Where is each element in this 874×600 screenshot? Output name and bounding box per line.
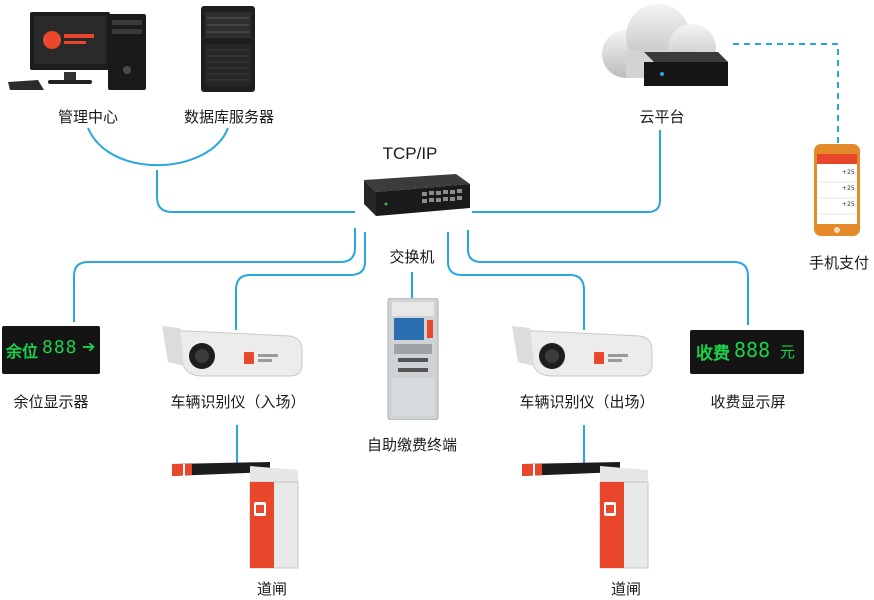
label-switch: 交换机 <box>389 248 435 266</box>
mobile-phone-device: +25 +25 +25 <box>814 144 860 236</box>
lpr-entry-camera-device <box>162 322 304 380</box>
label-database-server: 数据库服务器 <box>183 108 275 126</box>
label-fee-display: 收费显示屏 <box>710 393 786 411</box>
switch-device <box>352 172 474 226</box>
phone-amount-1: +25 <box>842 169 855 176</box>
kiosk-device <box>384 297 442 421</box>
label-mobile-payment: 手机支付 <box>808 254 870 272</box>
management-center-device <box>8 10 148 90</box>
link-switch-lpr-exit <box>447 232 585 330</box>
label-gate-left: 道闸 <box>256 580 288 598</box>
link-cloud-phone <box>733 43 839 145</box>
cloud-platform-device <box>596 2 736 94</box>
arrow-right-icon: ➔ <box>82 337 96 356</box>
spaces-digits-text: 888 <box>42 337 78 358</box>
link-switch-spaces-display <box>73 228 356 322</box>
label-kiosk: 自助缴费终端 <box>366 436 458 454</box>
label-lpr-exit: 车辆识别仪（出场） <box>519 393 655 411</box>
label-management-center: 管理中心 <box>57 108 119 126</box>
barrier-gate-left-device <box>170 458 306 570</box>
spaces-sign-text: 余位 <box>6 342 39 361</box>
link-management-switch <box>156 170 355 213</box>
label-gate-right: 道闸 <box>610 580 642 598</box>
fee-digits-text: 888 <box>734 338 771 362</box>
label-cloud-platform: 云平台 <box>639 108 685 126</box>
link-switch-fee-display <box>467 230 749 325</box>
fee-display-device: 收费 888 元 <box>690 330 804 374</box>
fee-sign-text: 收费 <box>696 344 730 364</box>
link-management-database <box>87 127 229 167</box>
spaces-display-device: 余位 888 ➔ <box>2 326 100 376</box>
phone-amount-3: +25 <box>842 201 855 208</box>
label-lpr-entry: 车辆识别仪（入场） <box>170 393 306 411</box>
fee-unit-text: 元 <box>780 343 796 361</box>
barrier-gate-right-device <box>520 458 656 570</box>
link-switch-lpr-entry <box>235 232 366 330</box>
phone-amount-2: +25 <box>842 185 855 192</box>
label-protocol: TCP/IP <box>382 144 438 163</box>
label-spaces-display: 余位显示器 <box>13 393 89 411</box>
link-cloud-switch <box>472 130 661 213</box>
database-server-device <box>195 6 261 92</box>
lpr-exit-camera-device <box>512 322 654 380</box>
